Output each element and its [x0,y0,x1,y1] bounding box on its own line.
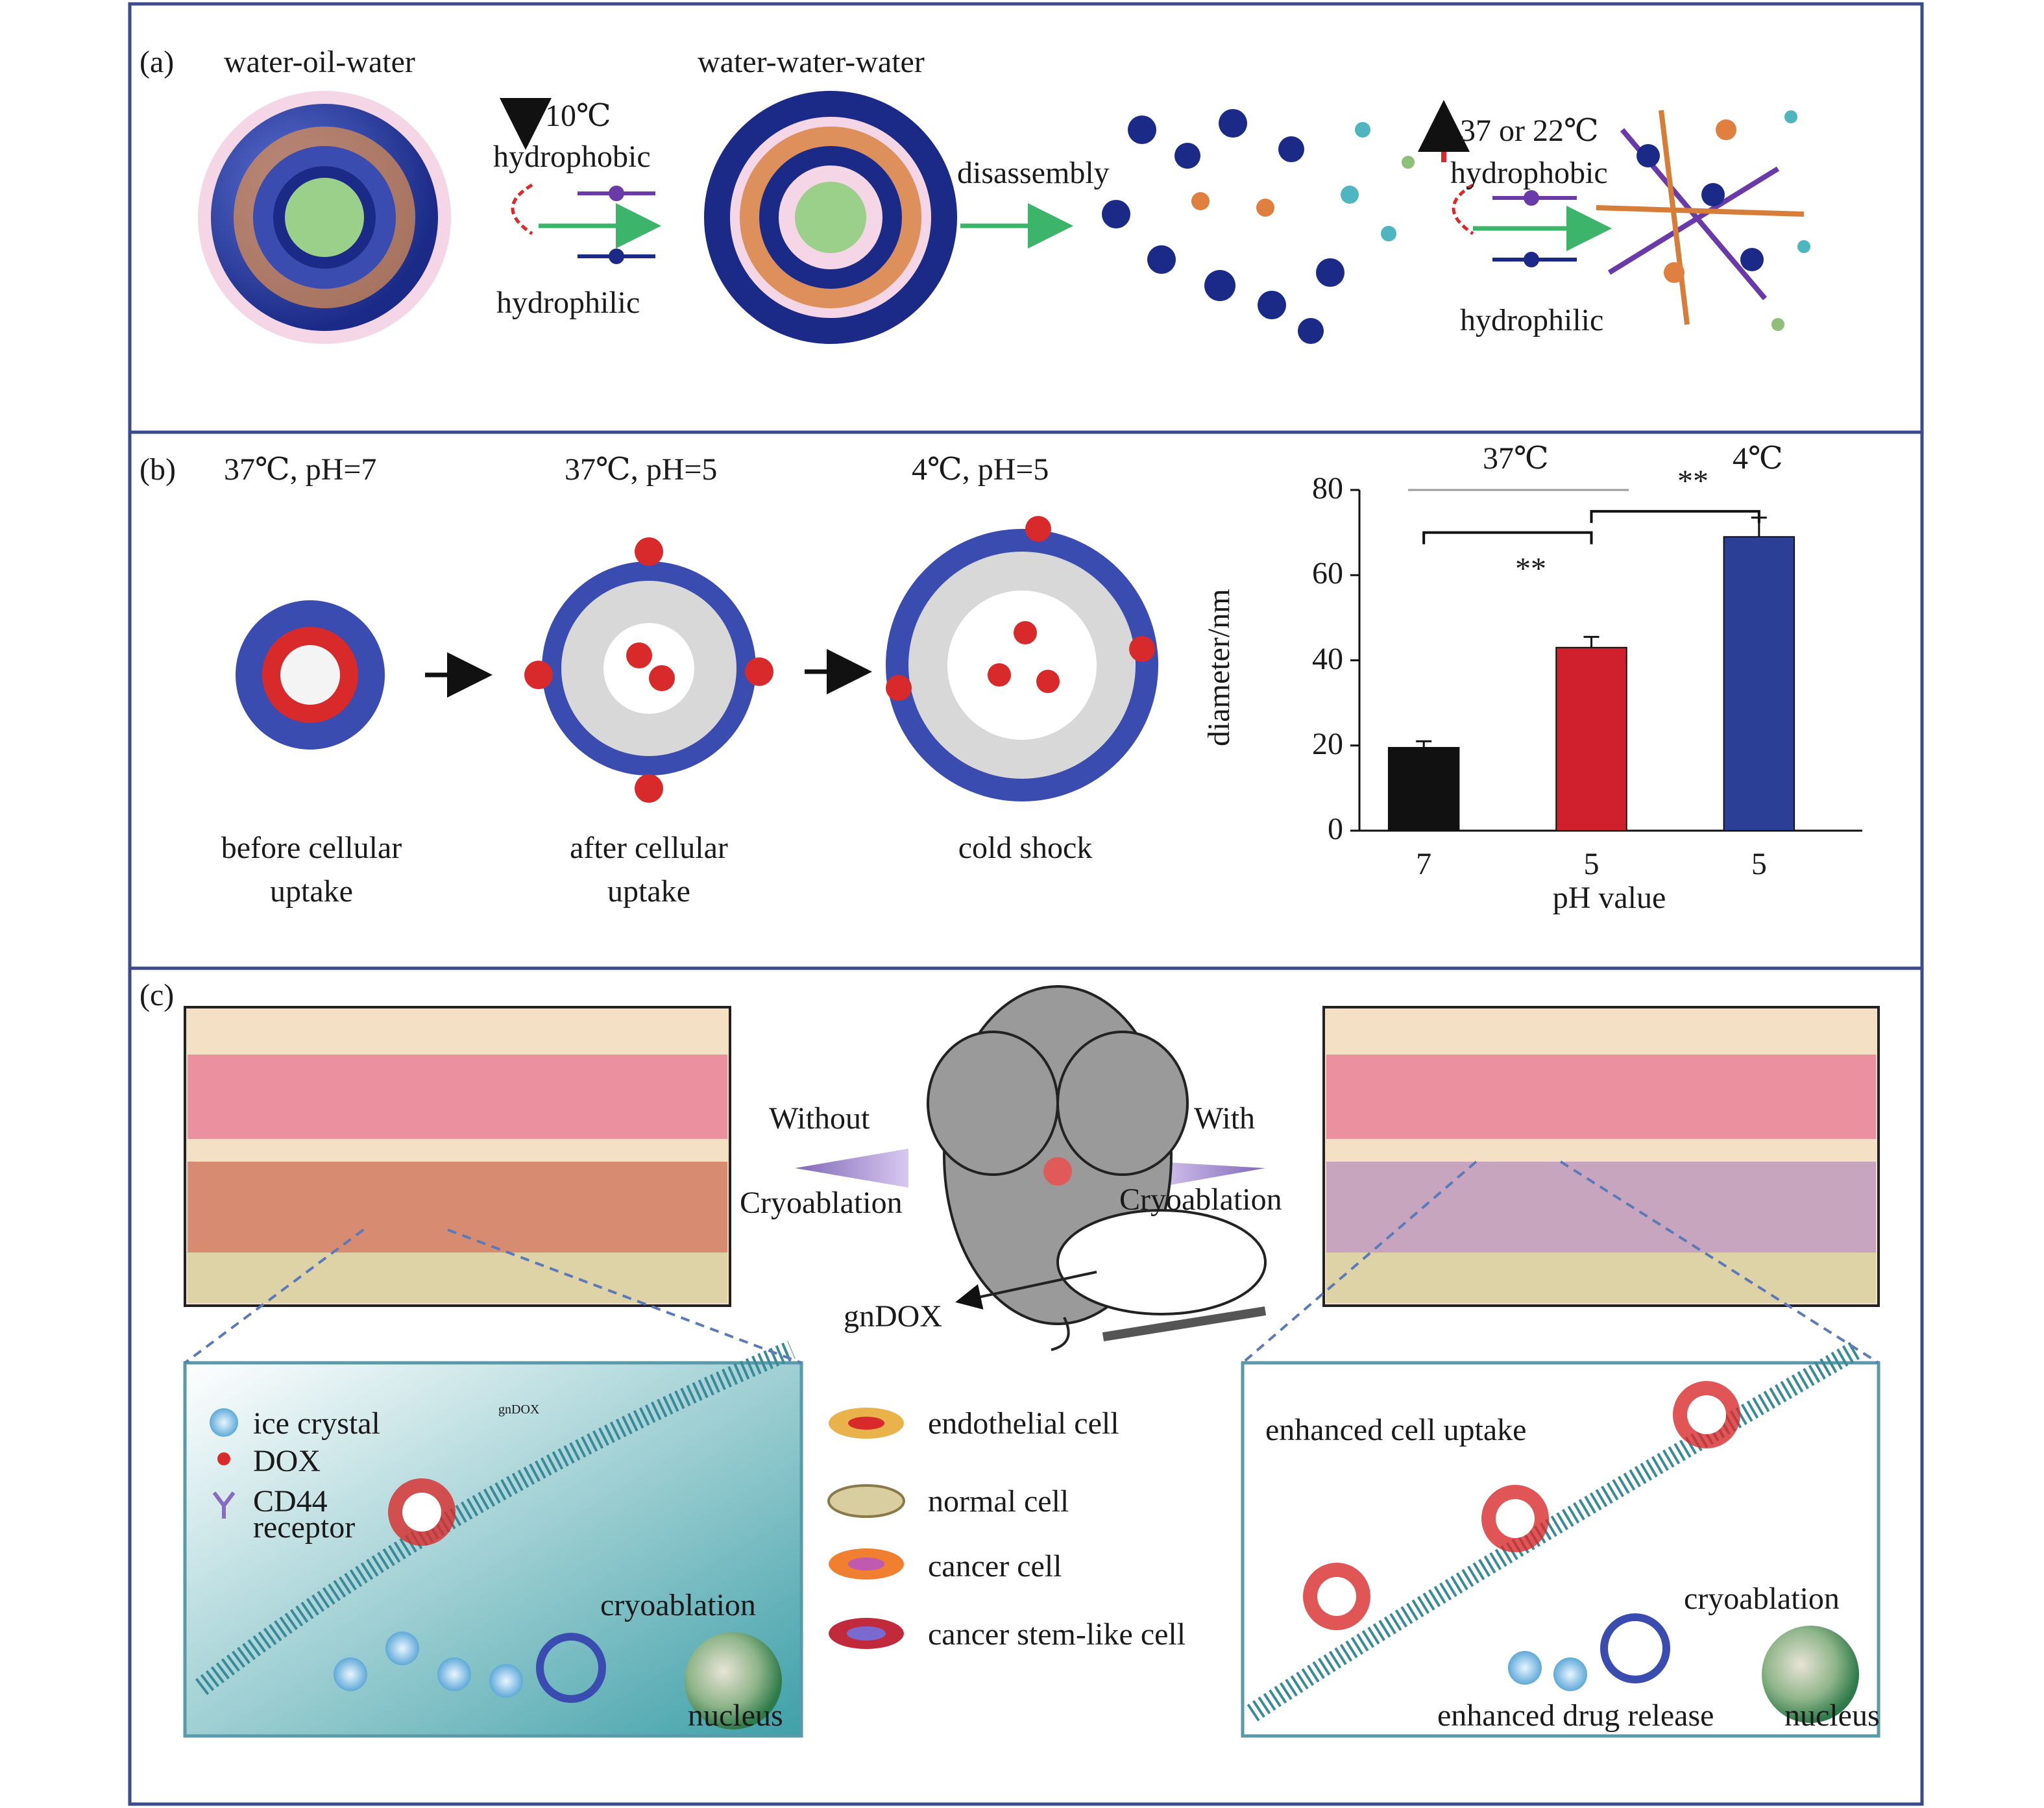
legend-ice-crystal: ice crystal [253,1406,380,1441]
label-hydrophilic-2: hydrophilic [1460,303,1604,337]
y-tick-label: 60 [1312,556,1343,591]
final-network [1596,110,1810,331]
label-inset-gndox: gnDOX [498,1402,540,1417]
label-water-water-water: water-water-water [698,45,925,79]
micelle-before [236,600,385,750]
label-cond-1: 37℃, pH=7 [224,452,377,487]
label-hydrophobic-1: hydrophobic [493,140,651,174]
tissue-right [1322,1006,1880,1307]
x-tick-label: 5 [1751,847,1767,881]
label-hydrophilic-1: hydrophilic [496,286,640,320]
bar-1 [1555,646,1627,831]
tissue-left [184,1006,731,1307]
label-cold-shock: cold shock [958,831,1093,865]
disassembled-particles [1102,109,1415,344]
significance-bracket-0 [1422,531,1593,544]
error-bar-0 [1416,740,1432,748]
label-cond-3: 4℃, pH=5 [912,452,1049,487]
error-bar-1 [1583,635,1600,648]
legend-cd44: CD44 [253,1484,328,1519]
legend-cd44-icon [212,1491,236,1519]
panel-c-tag: (c) [140,978,175,1012]
chart-group-37: 37℃ [1483,441,1549,476]
label-without: Without [769,1101,870,1136]
legend-normal: normal cell [928,1484,1069,1519]
label-cryoablation-inset-left: cryoablation [600,1588,756,1622]
label-before-uptake-1: before cellular [221,831,402,865]
label-cryoablation-right: Cryoablation [1119,1182,1282,1217]
chart-x-label: pH value [1552,881,1666,915]
y-tick-label: 0 [1328,812,1343,846]
chart-sig-1: ** [1515,552,1546,586]
inset-right [1241,1341,1880,1738]
label-temp-37-22: 37 or 22℃ [1460,114,1599,148]
legend-stem: cancer stem-like cell [928,1617,1186,1652]
micelle-cold-shock [886,516,1158,801]
y-axis-ticks [1350,489,1359,832]
label-before-uptake-2: uptake [270,874,353,909]
y-tick-label: 20 [1312,726,1343,761]
bar-0 [1387,747,1460,831]
significance-bracket-1 [1590,509,1760,523]
panel-a-tag: (a) [140,45,175,79]
label-nucleus-left: nucleus [688,1698,783,1733]
label-nucleus-right: nucleus [1784,1698,1880,1733]
panel-c-frame [128,966,1924,1806]
bar-series [1387,509,1795,831]
label-hydrophobic-2: hydrophobic [1450,156,1608,190]
panel-b-tag: (b) [140,452,176,487]
micelle-after [524,537,773,803]
label-cryoablation-left: Cryoablation [740,1186,903,1220]
label-after-uptake-2: uptake [607,874,690,909]
label-temp-10: 10℃ [545,99,611,133]
label-with: With [1194,1101,1256,1136]
www-vesicle [704,91,957,344]
legend-dox: DOX [253,1444,321,1478]
x-tick-label: 7 [1416,847,1432,881]
mouse-illustration [927,985,1267,1351]
woo-vesicle [198,91,451,344]
legend-cancer: cancer cell [928,1549,1062,1583]
x-tick-label: 5 [1583,847,1600,881]
inset-left [183,1341,803,1738]
legend-ice-icon [210,1408,238,1437]
legend-receptor: receptor [253,1510,356,1545]
label-enhanced-release: enhanced drug release [1437,1698,1714,1733]
legend-dox-icon [217,1452,230,1465]
label-after-uptake-1: after cellular [570,831,728,865]
swatch-normal [827,1484,905,1518]
chart-group-4: 4℃ [1733,441,1783,476]
label-enhanced-uptake: enhanced cell uptake [1265,1413,1527,1447]
arrow-without [795,1149,908,1188]
bar-2 [1723,536,1795,831]
label-disassembly: disassembly [957,156,1110,190]
legend-endothelial: endothelial cell [928,1406,1119,1441]
label-gndox: gnDOX [844,1299,942,1334]
cycle-arrow-2 [1452,183,1474,236]
y-tick-label: 40 [1312,641,1343,676]
arrow-with [1155,1149,1265,1188]
label-cryoablation-inset-right: cryoablation [1684,1582,1840,1616]
y-tick-label: 80 [1312,471,1343,506]
chart-sig-2: ** [1677,464,1709,498]
label-cond-2: 37℃, pH=5 [565,452,718,487]
label-water-oil-water: water-oil-water [224,45,415,79]
chart-y-label: diameter/nm [1202,589,1236,746]
cycle-arrow-1 [511,183,533,236]
